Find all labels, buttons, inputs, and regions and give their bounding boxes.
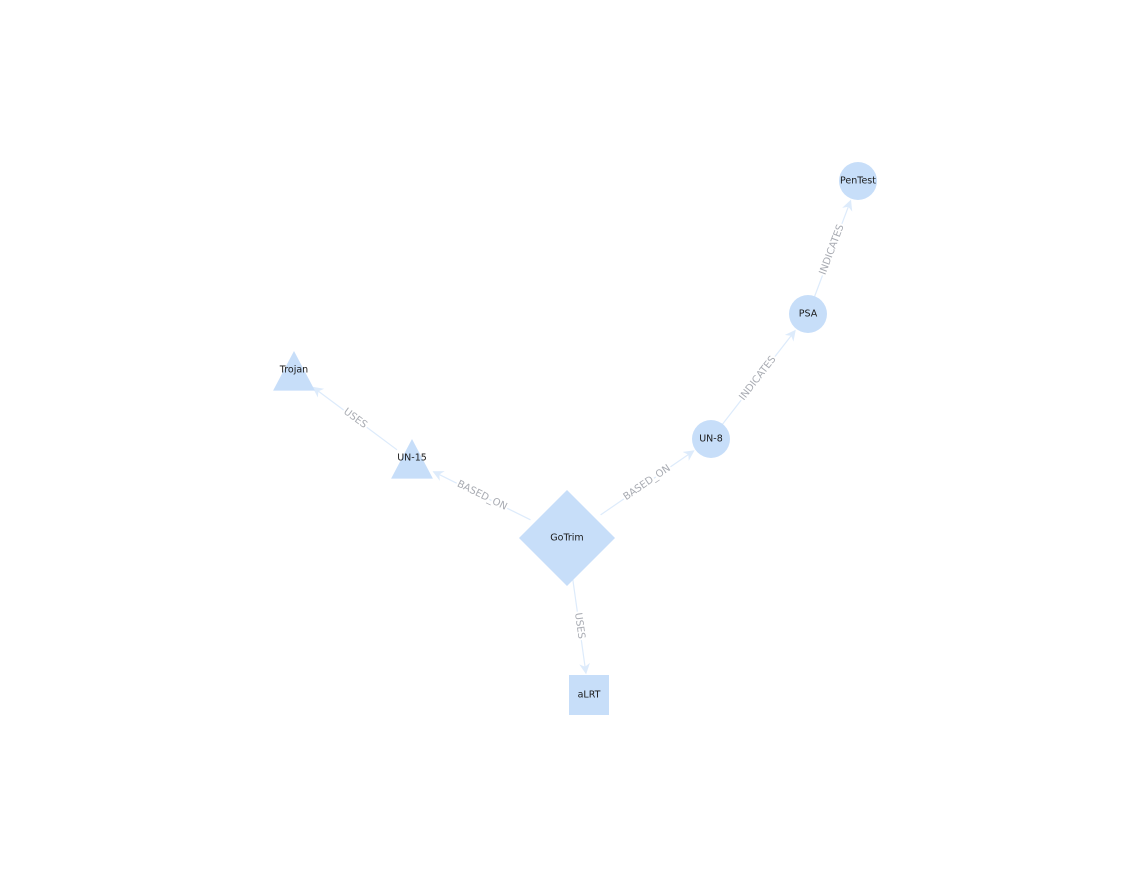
node-label: UN-8 xyxy=(699,434,723,445)
edge-line xyxy=(312,386,398,451)
node-un8[interactable]: UN-8 xyxy=(692,420,730,458)
edge-label: USES xyxy=(572,612,587,640)
node-psa[interactable]: PSA xyxy=(789,295,827,333)
node-alrt[interactable]: aLRT xyxy=(569,675,609,715)
node-shape-square[interactable] xyxy=(569,675,609,715)
node-shape-diamond[interactable] xyxy=(519,490,615,586)
node-pentest[interactable]: PenTest xyxy=(839,162,877,200)
edge-label: BASED_ON xyxy=(455,479,509,513)
edge-line xyxy=(720,329,796,427)
edges-layer: BASED_ONBASED_ONUSESUSESBASED_ONBASED_ON… xyxy=(312,199,853,675)
node-shape-triangle[interactable] xyxy=(273,351,315,391)
node-shape-circle[interactable] xyxy=(839,162,877,200)
node-un15[interactable]: UN-15 xyxy=(391,439,433,479)
node-label: Trojan xyxy=(279,365,308,376)
node-label: PenTest xyxy=(840,176,876,187)
node-label: GoTrim xyxy=(550,533,583,544)
node-label: UN-15 xyxy=(397,453,427,464)
node-shape-circle[interactable] xyxy=(789,295,827,333)
edge-label: INDICATES xyxy=(737,354,778,403)
node-shape-circle[interactable] xyxy=(692,420,730,458)
edge-line xyxy=(600,450,695,516)
edge-label: BASED_ON xyxy=(622,463,673,503)
edge-line xyxy=(432,471,531,521)
node-gotrim[interactable]: GoTrim xyxy=(519,490,615,586)
node-trojan[interactable]: Trojan xyxy=(273,351,315,391)
node-label: PSA xyxy=(799,309,818,320)
edge-label: INDICATES xyxy=(818,223,847,276)
node-shape-triangle[interactable] xyxy=(391,439,433,479)
node-label: aLRT xyxy=(578,690,601,701)
edge-line xyxy=(572,578,590,675)
edge-line xyxy=(813,199,853,300)
edge-label: USES xyxy=(341,406,369,431)
